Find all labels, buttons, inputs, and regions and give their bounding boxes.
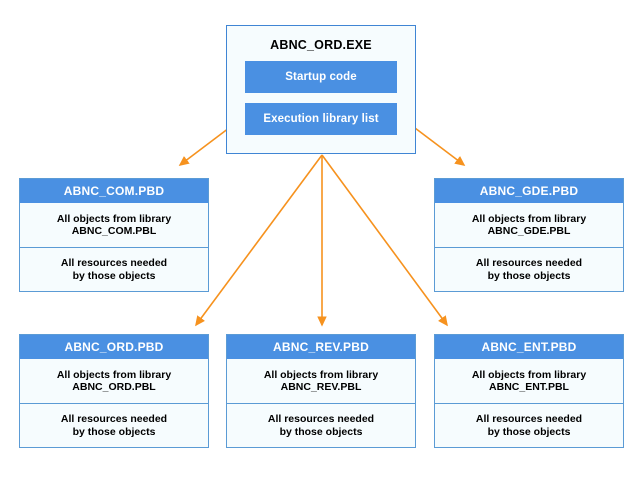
connector-exe-to-com <box>178 127 230 166</box>
package-objects-section-ord: All objects from library ABNC_ORD.PBL <box>20 359 208 403</box>
executable-title: ABNC_ORD.EXE <box>270 38 372 52</box>
package-resources-line1: All resources needed <box>60 257 168 269</box>
package-objects-line1: All objects from library <box>56 368 172 381</box>
package-title-ord: ABNC_ORD.PBD <box>20 335 208 359</box>
package-title-ent: ABNC_ENT.PBD <box>435 335 623 359</box>
package-resources-section-ent: All resources needed by those objects <box>435 403 623 447</box>
package-resources-line2: by those objects <box>279 425 363 438</box>
executable-chip-startup-code[interactable]: Startup code <box>245 61 397 93</box>
package-resources-line2: by those objects <box>72 269 156 282</box>
connector-exe-to-ord <box>195 154 323 327</box>
package-objects-section-ent: All objects from library ABNC_ENT.PBL <box>435 359 623 403</box>
node-package-abnc-rev-pbd[interactable]: ABNC_REV.PBD All objects from library AB… <box>226 334 416 448</box>
package-resources-line1: All resources needed <box>267 413 375 425</box>
package-resources-section-ord: All resources needed by those objects <box>20 403 208 447</box>
node-package-abnc-gde-pbd[interactable]: ABNC_GDE.PBD All objects from library AB… <box>434 178 624 292</box>
package-title-com: ABNC_COM.PBD <box>20 179 208 203</box>
package-objects-line1: All objects from library <box>56 212 172 225</box>
package-objects-section-rev: All objects from library ABNC_REV.PBL <box>227 359 415 403</box>
package-objects-section-gde: All objects from library ABNC_GDE.PBL <box>435 203 623 247</box>
package-resources-section-com: All resources needed by those objects <box>20 247 208 291</box>
package-objects-section-com: All objects from library ABNC_COM.PBL <box>20 203 208 247</box>
package-resources-line2: by those objects <box>487 269 571 282</box>
package-title-rev: ABNC_REV.PBD <box>227 335 415 359</box>
package-objects-line2: ABNC_REV.PBL <box>280 381 362 393</box>
package-objects-line1: All objects from library <box>471 368 587 381</box>
package-resources-line2: by those objects <box>487 425 571 438</box>
package-resources-line1: All resources needed <box>475 413 583 425</box>
package-resources-line2: by those objects <box>72 425 156 438</box>
node-package-abnc-ord-pbd[interactable]: ABNC_ORD.PBD All objects from library AB… <box>19 334 209 448</box>
package-objects-line2: ABNC_ENT.PBL <box>489 381 569 393</box>
package-objects-line2: ABNC_ORD.PBL <box>72 381 156 393</box>
connector-exe-to-gde <box>414 127 466 166</box>
package-objects-line2: ABNC_COM.PBL <box>71 225 157 237</box>
executable-chip-execution-library-list[interactable]: Execution library list <box>245 103 397 135</box>
connector-exe-to-ent <box>321 154 448 327</box>
package-resources-section-rev: All resources needed by those objects <box>227 403 415 447</box>
package-resources-section-gde: All resources needed by those objects <box>435 247 623 291</box>
package-resources-line1: All resources needed <box>60 413 168 425</box>
package-objects-line1: All objects from library <box>471 212 587 225</box>
package-title-gde: ABNC_GDE.PBD <box>435 179 623 203</box>
node-executable[interactable]: ABNC_ORD.EXE Startup code Execution libr… <box>226 25 416 154</box>
package-objects-line2: ABNC_GDE.PBL <box>487 225 571 237</box>
node-package-abnc-com-pbd[interactable]: ABNC_COM.PBD All objects from library AB… <box>19 178 209 292</box>
node-package-abnc-ent-pbd[interactable]: ABNC_ENT.PBD All objects from library AB… <box>434 334 624 448</box>
package-resources-line1: All resources needed <box>475 257 583 269</box>
package-objects-line1: All objects from library <box>263 368 379 381</box>
